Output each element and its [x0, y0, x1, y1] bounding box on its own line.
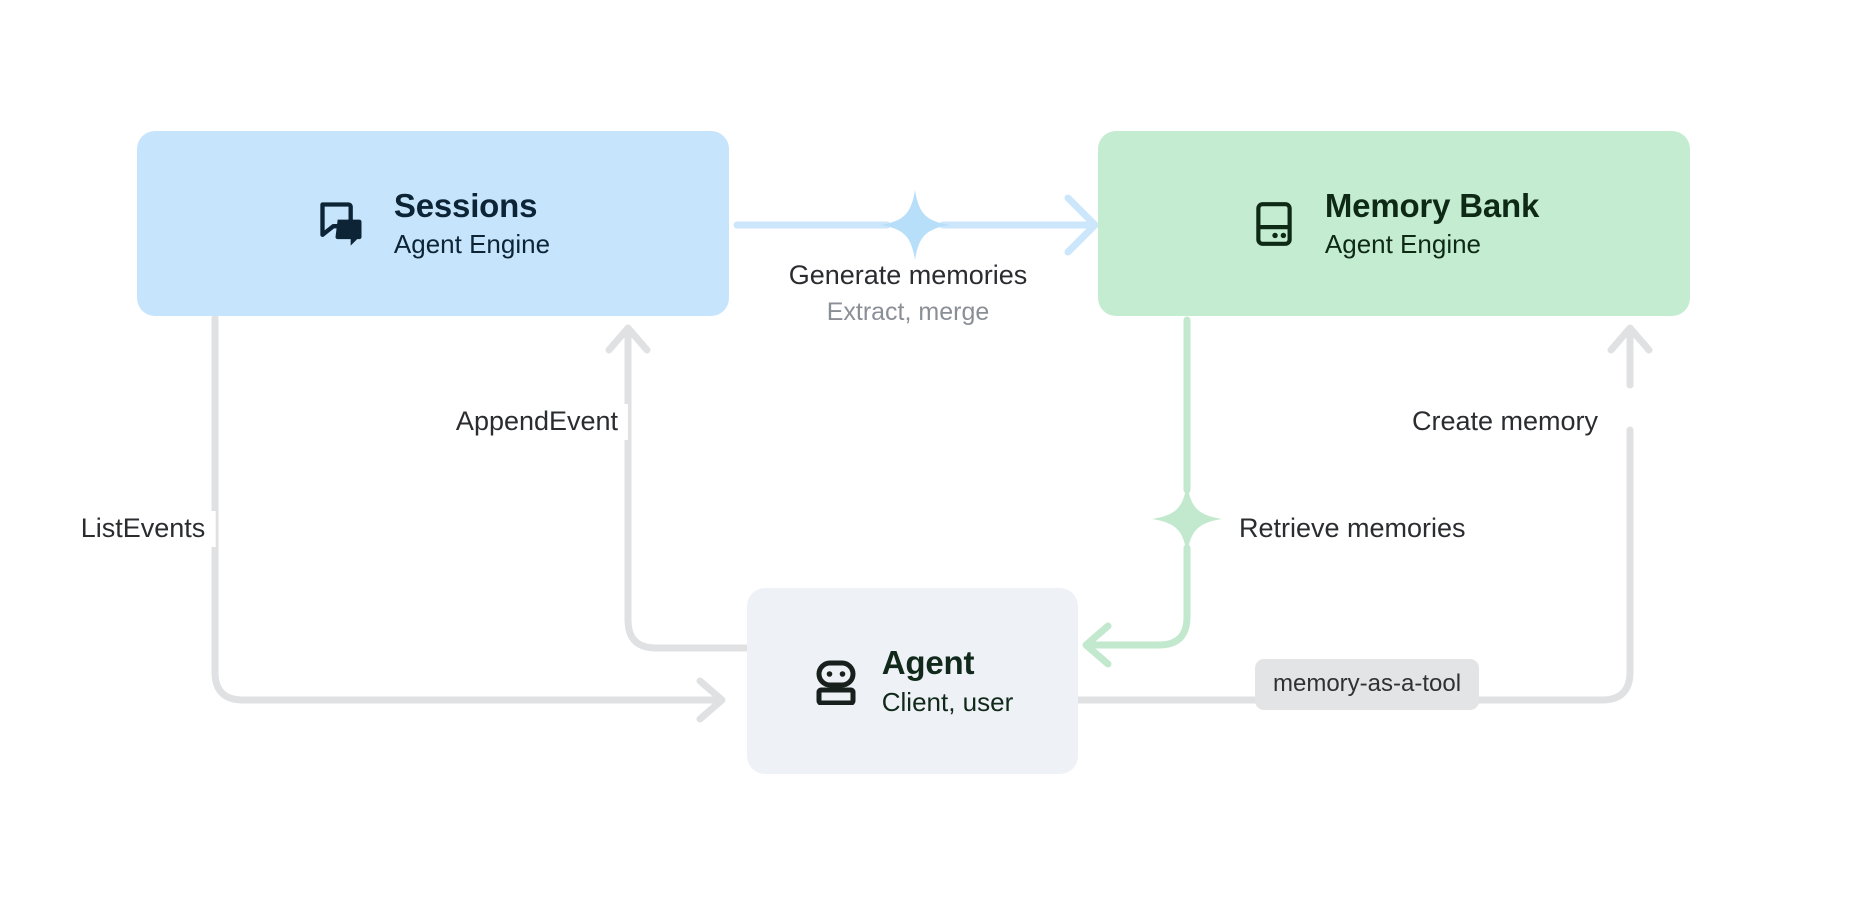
edge-label-append-event: AppendEvent — [445, 404, 629, 440]
edge-list-events-arrowhead — [696, 677, 726, 723]
chat-bubbles-icon — [316, 198, 368, 250]
badge-memory-as-a-tool-label: memory-as-a-tool — [1273, 670, 1462, 697]
edge-label-create-memory-main: Create memory — [1411, 406, 1599, 436]
node-sessions-labels: Sessions Agent Engine — [394, 187, 550, 260]
node-sessions-subtitle: Agent Engine — [393, 229, 551, 260]
node-agent-labels: Agent Client, user — [882, 644, 1014, 717]
edge-label-create-memory: Create memory — [1401, 404, 1609, 440]
edge-label-append-event-main: AppendEvent — [455, 406, 619, 436]
edge-label-retrieve-memories-main: Retrieve memories — [1239, 513, 1466, 543]
edge-retrieve-memories-arrowhead — [1082, 622, 1112, 668]
node-memory-bank-labels: Memory Bank Agent Engine — [1325, 187, 1539, 260]
sparkle-retrieve-memories-icon — [1152, 484, 1222, 554]
edge-retrieve-memories-segment-b — [1086, 544, 1191, 649]
edge-label-generate-memories-main: Generate memories — [788, 260, 1028, 290]
badge-memory-as-a-tool: memory-as-a-tool — [1255, 659, 1480, 710]
edge-label-list-events-main: ListEvents — [80, 513, 206, 543]
node-sessions-title: Sessions — [393, 186, 538, 224]
node-agent-subtitle: Client, user — [881, 686, 1014, 717]
database-storage-icon — [1249, 199, 1299, 249]
node-agent-title: Agent — [881, 644, 975, 682]
edge-create-memory-arrowhead — [1607, 324, 1653, 354]
edge-generate-memories-arrowhead — [1064, 194, 1099, 256]
edge-label-list-events: ListEvents — [70, 511, 216, 547]
node-sessions[interactable]: Sessions Agent Engine — [137, 131, 729, 316]
node-memory-bank-title: Memory Bank — [1324, 186, 1540, 224]
node-agent[interactable]: Agent Client, user — [747, 588, 1078, 774]
edge-append-event-path — [624, 328, 751, 652]
edge-label-generate-memories: Generate memories Extract, merge — [789, 260, 1028, 327]
edge-label-retrieve-memories: Retrieve memories — [1229, 511, 1476, 547]
edge-list-events-path — [211, 314, 722, 704]
robot-icon — [812, 657, 860, 706]
node-memory-bank-subtitle: Agent Engine — [1324, 229, 1482, 260]
node-memory-bank[interactable]: Memory Bank Agent Engine — [1098, 131, 1690, 316]
edge-label-generate-memories-sub: Extract, merge — [826, 297, 990, 326]
sparkle-generate-memories-icon — [880, 190, 950, 260]
edge-append-event-arrowhead — [605, 324, 651, 354]
